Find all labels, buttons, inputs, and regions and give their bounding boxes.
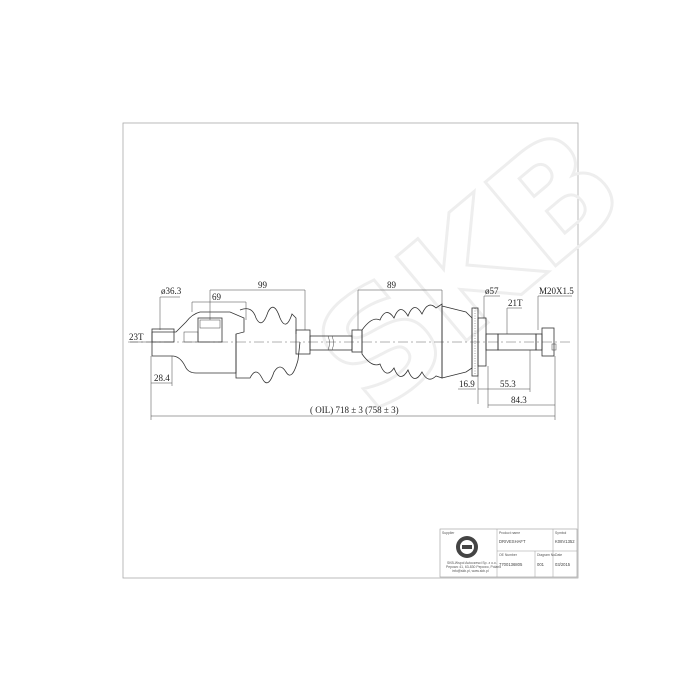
dim-d36: ø36.3 (161, 286, 182, 296)
product-label: Product name (499, 531, 520, 535)
date-value: 03/2015 (555, 562, 571, 567)
dim-28: 28.4 (154, 373, 170, 383)
oe-label: OE Number (499, 553, 518, 557)
dim-84: 84.3 (511, 395, 527, 405)
symbol-label: Symbol (555, 531, 567, 535)
oe-value: 7700136805 (499, 562, 523, 567)
watermark: SKB (285, 95, 656, 446)
title-block: Supplier SKB-Wspol Autoczesci Sp. z o.o.… (439, 528, 578, 578)
diagram-label: Diagram No. (537, 553, 556, 557)
driveshaft-outline (151, 303, 557, 384)
dim-55: 55.3 (500, 379, 516, 389)
dimension-labels: ø36.3 99 69 89 ø57 M20X1.5 21T 23T 28.4 … (129, 280, 574, 415)
dim-23t: 23T (129, 332, 144, 342)
dim-21t: 21T (508, 298, 523, 308)
dim-89: 89 (387, 280, 397, 290)
dim-99: 99 (258, 280, 268, 290)
date-label: Date (555, 553, 562, 557)
dim-overall: ( OIL) 718 ± 3 (758 ± 3) (310, 405, 399, 415)
supplier-text: Pepowo 41, 63-830 Pepowo, Poland (446, 565, 501, 569)
diagram-value: 001 (537, 562, 545, 567)
symbol-value: K08V1352 (555, 539, 575, 544)
product-value: DRIVESHAFT (499, 539, 526, 544)
dim-16: 16.9 (459, 379, 475, 389)
supplier-text: info@skb.pl, www.skb.pl (452, 569, 489, 573)
drawing-frame (122, 122, 579, 579)
supplier-text: SKB-Wspol Autoczesci Sp. z o.o. (447, 561, 497, 565)
dimension-lines (130, 289, 572, 420)
dim-thread: M20X1.5 (539, 286, 574, 296)
dim-69: 69 (212, 292, 222, 302)
dim-d57: ø57 (485, 286, 499, 296)
supplier-label: Supplier (442, 531, 455, 535)
